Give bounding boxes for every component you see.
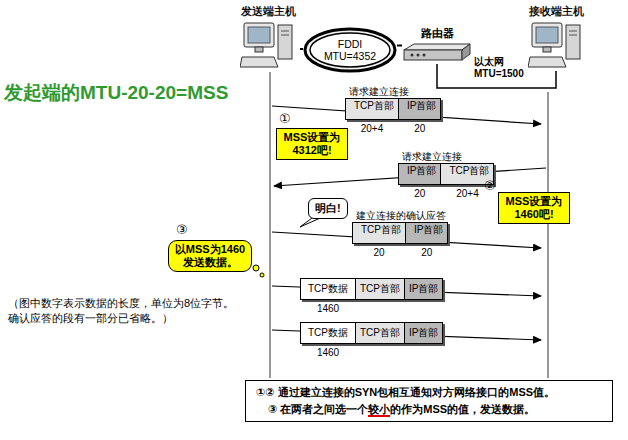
bubble-text: 明白! bbox=[315, 201, 341, 216]
length-label: 20 bbox=[414, 123, 425, 134]
title: 发起端的MTU-20-20=MSS bbox=[4, 80, 228, 106]
thought-dot bbox=[260, 273, 264, 277]
network-link bbox=[397, 45, 402, 47]
network-name: FDDI MTU=4352 bbox=[322, 38, 378, 62]
packet: 请求建立连接IP首部 TCP首部 bbox=[398, 150, 494, 185]
emphasis-underline bbox=[368, 415, 390, 417]
computer-icon bbox=[240, 21, 296, 71]
cell-text: IP首部 bbox=[409, 323, 438, 343]
packet-title: 请求建立连接 bbox=[345, 85, 441, 98]
network-link bbox=[300, 48, 303, 50]
ip-header: IP首部 bbox=[398, 163, 441, 185]
cell-text: TCP首部 bbox=[357, 223, 401, 236]
packet-title: 建立连接的确认应答 bbox=[352, 209, 448, 222]
length-label: 20 bbox=[421, 247, 432, 258]
timeline bbox=[548, 92, 549, 378]
cell-text: TCP首部 bbox=[350, 99, 394, 112]
ip-header: IP首部 bbox=[398, 98, 441, 120]
cell-text: IP首部 bbox=[409, 279, 438, 299]
host-computer: 接收端主机 bbox=[524, 4, 588, 71]
bubble-text: 以MSS为1460 发送数据。 bbox=[172, 243, 248, 269]
callout-box: MSS设置为 1460吧! bbox=[498, 192, 570, 224]
length-label: 1460 bbox=[317, 347, 339, 358]
packet-body: TCP首部 IP首部 bbox=[345, 98, 441, 120]
thought-dot bbox=[253, 265, 259, 271]
summary-box: ①② 通过建立连接的SYN包相互通知对方网络接口的MSS值。③ 在两者之间选一个… bbox=[245, 380, 613, 422]
timeline bbox=[270, 72, 271, 378]
host-computer: 发送端主机 bbox=[236, 4, 300, 71]
note-text: （图中数字表示数据的长度，单位为8位字节。 确认应答的段有一部分已省略。） bbox=[8, 296, 246, 326]
router-icon bbox=[402, 42, 472, 64]
speech-bubble: 明白! bbox=[308, 198, 348, 219]
cell-text: TCP首部 bbox=[360, 279, 400, 299]
cell-text: TCP首部 bbox=[445, 164, 489, 177]
packet-body: TCP首部 IP首部 bbox=[352, 222, 448, 244]
packet-title: 请求建立连接 bbox=[398, 150, 494, 163]
cell-text: TCP数据 bbox=[305, 323, 351, 343]
thought-bubble: 以MSS为1460 发送数据。 bbox=[168, 240, 252, 272]
computer-icon bbox=[528, 21, 584, 71]
cell-text: TCP首部 bbox=[360, 323, 400, 343]
ip-header: IP首部 bbox=[404, 278, 443, 300]
packet-body: IP首部 TCP首部 bbox=[398, 163, 494, 185]
ip-header: IP首部 bbox=[405, 222, 448, 244]
tcp-data: TCP数据 bbox=[300, 322, 356, 344]
cell-text: TCP数据 bbox=[305, 279, 351, 299]
length-label: 20+4 bbox=[361, 123, 384, 134]
cell-text: IP首部 bbox=[403, 99, 436, 112]
host-name: 发送端主机 bbox=[236, 4, 300, 19]
length-label: 1460 bbox=[317, 303, 339, 314]
cell-text: IP首部 bbox=[403, 164, 436, 177]
ip-header: IP首部 bbox=[404, 322, 443, 344]
cell-text: IP首部 bbox=[410, 223, 443, 236]
router: 路由器 bbox=[402, 26, 472, 64]
summary-text: ①② 通过建立连接的SYN包相互通知对方网络接口的MSS值。 bbox=[256, 384, 604, 401]
host-name: 接收端主机 bbox=[524, 4, 588, 19]
tcp-header: TCP首部 bbox=[355, 322, 405, 344]
tcp-data: TCP数据 bbox=[300, 278, 356, 300]
tcp-header: TCP首部 bbox=[345, 98, 399, 120]
link-label: 以太网 MTU=1500 bbox=[474, 56, 524, 80]
length-label: 20 bbox=[414, 188, 425, 199]
length-label: 20+4 bbox=[456, 188, 479, 199]
tcp-header: TCP首部 bbox=[352, 222, 406, 244]
device-name: 路由器 bbox=[402, 26, 472, 41]
callout-text: MSS设置为 1460吧! bbox=[502, 195, 566, 221]
length-label: 20 bbox=[373, 247, 384, 258]
tcp-header: TCP首部 bbox=[355, 278, 405, 300]
callout-box: MSS设置为 4312吧! bbox=[276, 128, 348, 160]
callout-number: ② bbox=[484, 178, 496, 193]
callout-number: ③ bbox=[176, 222, 188, 237]
callout-text: MSS设置为 4312吧! bbox=[280, 131, 344, 157]
fddi-ring: FDDI MTU=4352 bbox=[303, 27, 397, 73]
packet: 建立连接的确认应答TCP首部 IP首部 bbox=[352, 209, 448, 244]
summary-text: ③ 在两者之间选一个较小的作为MSS的值，发送数据。 bbox=[256, 401, 604, 418]
callout-number: ① bbox=[279, 111, 291, 126]
packet: 请求建立连接TCP首部 IP首部 bbox=[345, 85, 441, 120]
